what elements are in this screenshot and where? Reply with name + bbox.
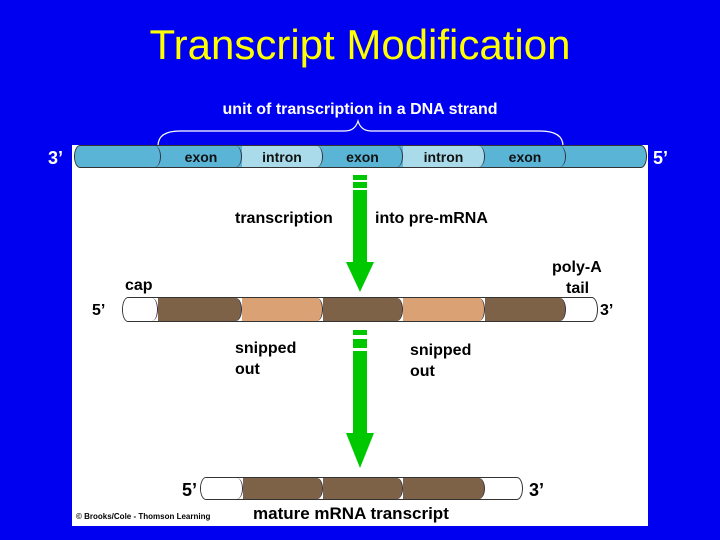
dna-3-end: 3’ bbox=[48, 148, 64, 168]
snipped-text: snipped bbox=[235, 340, 297, 357]
mrna-exon bbox=[243, 478, 323, 499]
cap bbox=[201, 478, 243, 499]
snipped-text: snipped bbox=[410, 342, 472, 359]
brace-icon bbox=[157, 118, 564, 147]
dna-exon: exon bbox=[161, 146, 242, 167]
mrna-intron bbox=[242, 298, 323, 321]
mature-3-end: 3’ bbox=[529, 480, 545, 500]
dna-exon: exon bbox=[485, 146, 566, 167]
transcription-label: transcription bbox=[235, 210, 333, 227]
pre-mrna-3-end: 3’ bbox=[600, 302, 614, 319]
pre-mrna-strand bbox=[122, 297, 598, 322]
out-text: out bbox=[410, 363, 435, 380]
cap bbox=[123, 298, 158, 321]
dna-intron: intron bbox=[403, 146, 485, 167]
mrna-exon bbox=[323, 478, 403, 499]
mrna-exon bbox=[158, 298, 242, 321]
pre-mrna-5-end: 5’ bbox=[92, 302, 106, 319]
snipped-out-label-2: snipped out bbox=[410, 340, 471, 382]
tail-label: tail bbox=[566, 280, 590, 297]
dna-5-end: 5’ bbox=[653, 148, 669, 168]
pre-mrna-label: into pre-mRNA bbox=[375, 210, 488, 227]
dna-strand: exon intron exon intron exon bbox=[74, 145, 647, 168]
mrna-intron bbox=[403, 298, 485, 321]
polya-label: poly-A bbox=[552, 259, 602, 276]
dna-flank bbox=[75, 146, 161, 167]
snipped-out-label-1: snipped out bbox=[235, 338, 296, 380]
mrna-exon bbox=[485, 298, 566, 321]
dna-exon: exon bbox=[323, 146, 403, 167]
mrna-exon bbox=[403, 478, 485, 499]
mature-label: mature mRNA transcript bbox=[253, 504, 449, 523]
unit-label: unit of transcription in a DNA strand bbox=[222, 101, 498, 118]
mrna-exon bbox=[323, 298, 403, 321]
dna-intron: intron bbox=[242, 146, 323, 167]
out-text: out bbox=[235, 361, 260, 378]
mature-5-end: 5’ bbox=[182, 480, 198, 500]
mature-mrna-strand bbox=[200, 477, 523, 500]
cap-label: cap bbox=[125, 277, 153, 294]
copyright: © Brooks/Cole - Thomson Learning bbox=[76, 512, 211, 521]
slide-title: Transcript Modification bbox=[149, 21, 571, 68]
